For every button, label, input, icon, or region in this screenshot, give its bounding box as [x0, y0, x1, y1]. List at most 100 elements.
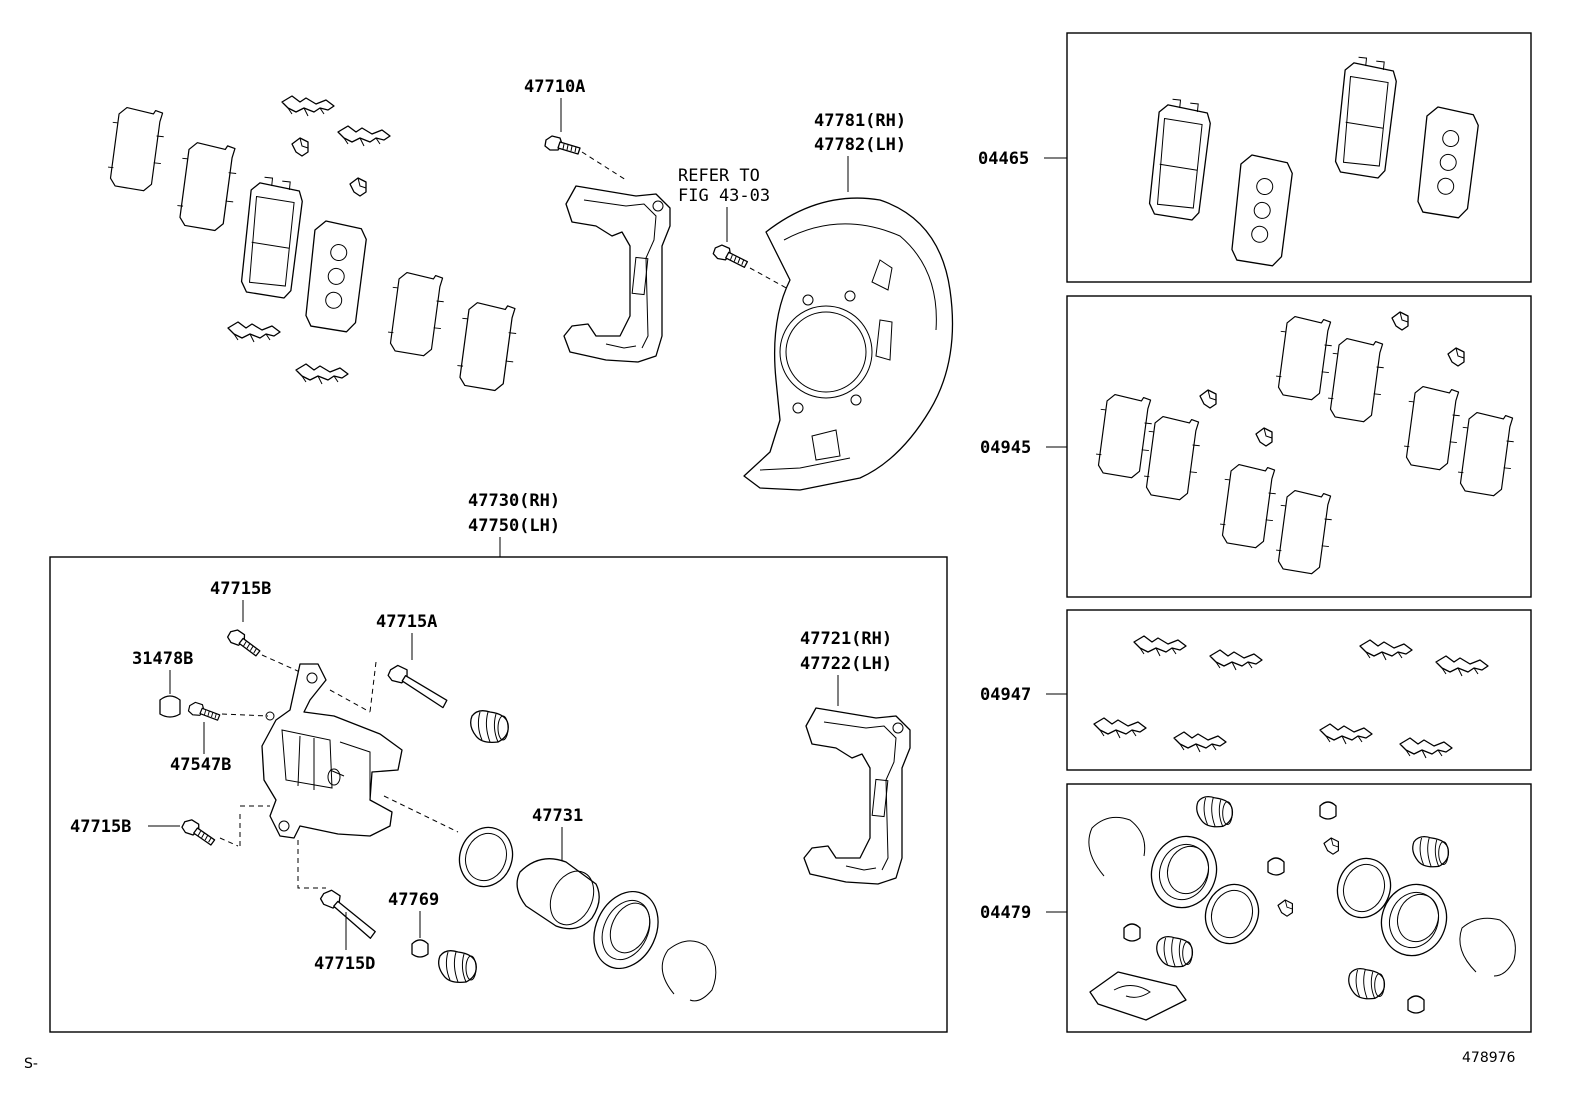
kit-04465-frame: [1066, 32, 1532, 283]
callout-47715A[interactable]: 47715A: [376, 612, 437, 660]
callout-kit-04947[interactable]: 04947: [980, 685, 1067, 705]
shim-retainer-icon: [1391, 311, 1409, 331]
caliper-piston-icon: [516, 858, 600, 930]
caliper-cylinder-icon: [261, 663, 403, 839]
pad-support-clip-icon: [1359, 639, 1413, 661]
refer-to-figure-note[interactable]: REFER TO FIG 43-03: [678, 166, 770, 242]
callout-47715D[interactable]: 47715D: [314, 912, 375, 974]
part-number-label: 47715B: [70, 817, 131, 837]
piston-seal-icon: [458, 826, 514, 888]
illustration-number-label: 478976: [1462, 1050, 1516, 1066]
dust-boot-icon: [1412, 836, 1450, 868]
callout-47730-47750[interactable]: 47730(RH) 47750(LH): [468, 491, 560, 557]
bleeder-plug-icon: [1277, 899, 1293, 917]
bolt-icon: [544, 135, 581, 155]
part-number-label-lh: 47722(LH): [800, 654, 892, 674]
shim-retainer-icon: [1255, 427, 1273, 447]
pad-support-clip-icon: [1173, 731, 1227, 753]
dust-boot-icon: [438, 950, 477, 984]
callout-kit-04479[interactable]: 04479: [980, 903, 1067, 923]
anti-squeal-shim-icon: [1093, 392, 1155, 480]
part-number-label: 31478B: [132, 649, 193, 669]
kit-number-label: 04465: [978, 149, 1029, 169]
pad-support-clip-icon: [295, 363, 349, 385]
callout-47731[interactable]: 47731: [532, 806, 583, 866]
anti-squeal-shim-icon: [454, 300, 520, 393]
anti-squeal-shim-icon: [1273, 314, 1335, 402]
part-number-label: 47769: [388, 890, 439, 910]
shim-retainer-icon: [349, 177, 367, 197]
callout-31478B[interactable]: 31478B: [132, 649, 193, 694]
pad-support-clip-icon: [227, 321, 281, 343]
part-number-label-lh: 47750(LH): [468, 516, 560, 536]
part-number-label: 47731: [532, 806, 583, 826]
callout-47715B-mid[interactable]: 47715B: [70, 817, 180, 837]
part-number-label-rh: 47730(RH): [468, 491, 560, 511]
bolt-icon: [711, 243, 751, 269]
bleeder-cap-icon: [1123, 801, 1425, 1014]
slide-pin-icon: [313, 886, 385, 940]
pad-support-clip-icon: [1093, 717, 1147, 739]
caliper-bracket-icon: [803, 707, 911, 885]
pad-support-clip-icon: [1399, 737, 1453, 759]
kit-04945-frame: [1066, 295, 1532, 598]
grease-packet-icon: [1089, 971, 1187, 1021]
set-ring-icon: [1088, 816, 1516, 977]
callout-kit-04945[interactable]: 04945: [980, 438, 1067, 458]
bolt-icon: [224, 627, 265, 658]
pad-support-clip-icon: [337, 125, 391, 147]
pad-backing-plate-icon: [1416, 105, 1481, 220]
refer-to-label: REFER TO: [678, 166, 760, 186]
dust-boot-icon: [1196, 796, 1234, 828]
bleeder-cap-icon: [159, 695, 181, 718]
callout-47710A[interactable]: 47710A: [524, 77, 585, 132]
callout-kit-04465[interactable]: 04465: [978, 149, 1067, 169]
pad-backing-plate-icon: [304, 219, 369, 334]
shim-retainer-icon: [1447, 347, 1465, 367]
pad-support-clip-icon: [1209, 649, 1263, 671]
part-number-label: 47715A: [376, 612, 437, 632]
anti-squeal-shim-icon: [174, 140, 240, 233]
callout-47721-47722[interactable]: 47721(RH) 47722(LH): [800, 629, 892, 706]
kit-number-label: 04947: [980, 685, 1031, 705]
part-number-label: 47547B: [170, 755, 231, 775]
caliper-bracket-icon: [563, 185, 671, 363]
part-number-label: 47710A: [524, 77, 585, 97]
anti-squeal-shim-icon: [105, 105, 167, 193]
part-number-label: 47715D: [314, 954, 375, 974]
pad-kit-exploded-view: [105, 95, 520, 393]
caliper-assembly-frame: [49, 556, 948, 1033]
part-number-label: 47715B: [210, 579, 271, 599]
bolt-icon: [178, 817, 219, 847]
slide-pin-icon: [383, 663, 453, 709]
pad-support-clip-icon: [281, 95, 335, 117]
callout-47781-47782[interactable]: 47781(RH) 47782(LH): [814, 111, 906, 192]
anti-squeal-shim-icon: [1401, 384, 1463, 472]
bleeder-plug-icon: [187, 701, 222, 721]
kit-number-label: 04479: [980, 903, 1031, 923]
part-number-label-rh: 47721(RH): [800, 629, 892, 649]
kit-number-label: 04945: [980, 438, 1031, 458]
dust-boot-icon: [1156, 936, 1194, 968]
callout-47547B[interactable]: 47547B: [170, 722, 231, 775]
bleeder-plug-icon: [1323, 837, 1339, 855]
piston-seal-icon: [1150, 835, 1448, 957]
pad-backing-plate-icon: [1230, 153, 1295, 268]
anti-squeal-shim-icon: [1217, 462, 1279, 550]
dust-boot-seal-icon: [593, 890, 659, 970]
brake-pad-icon: [239, 175, 305, 300]
disc-dust-cover-icon: [743, 197, 954, 491]
pad-support-clip-icon: [1435, 655, 1489, 677]
callout-47715B-top[interactable]: 47715B: [210, 579, 271, 622]
kit-04947-frame: [1066, 609, 1532, 771]
callout-47769[interactable]: 47769: [388, 890, 439, 938]
set-ring-icon: [661, 940, 717, 1002]
kit-04479-frame: [1066, 783, 1532, 1033]
corner-mark-label: S-: [24, 1056, 38, 1072]
anti-squeal-shim-icon: [385, 270, 447, 358]
bleeder-cap-icon: [411, 939, 429, 958]
part-number-label-lh: 47782(LH): [814, 135, 906, 155]
anti-squeal-shim-icon: [1455, 410, 1517, 498]
anti-squeal-shim-icon: [1141, 414, 1203, 502]
